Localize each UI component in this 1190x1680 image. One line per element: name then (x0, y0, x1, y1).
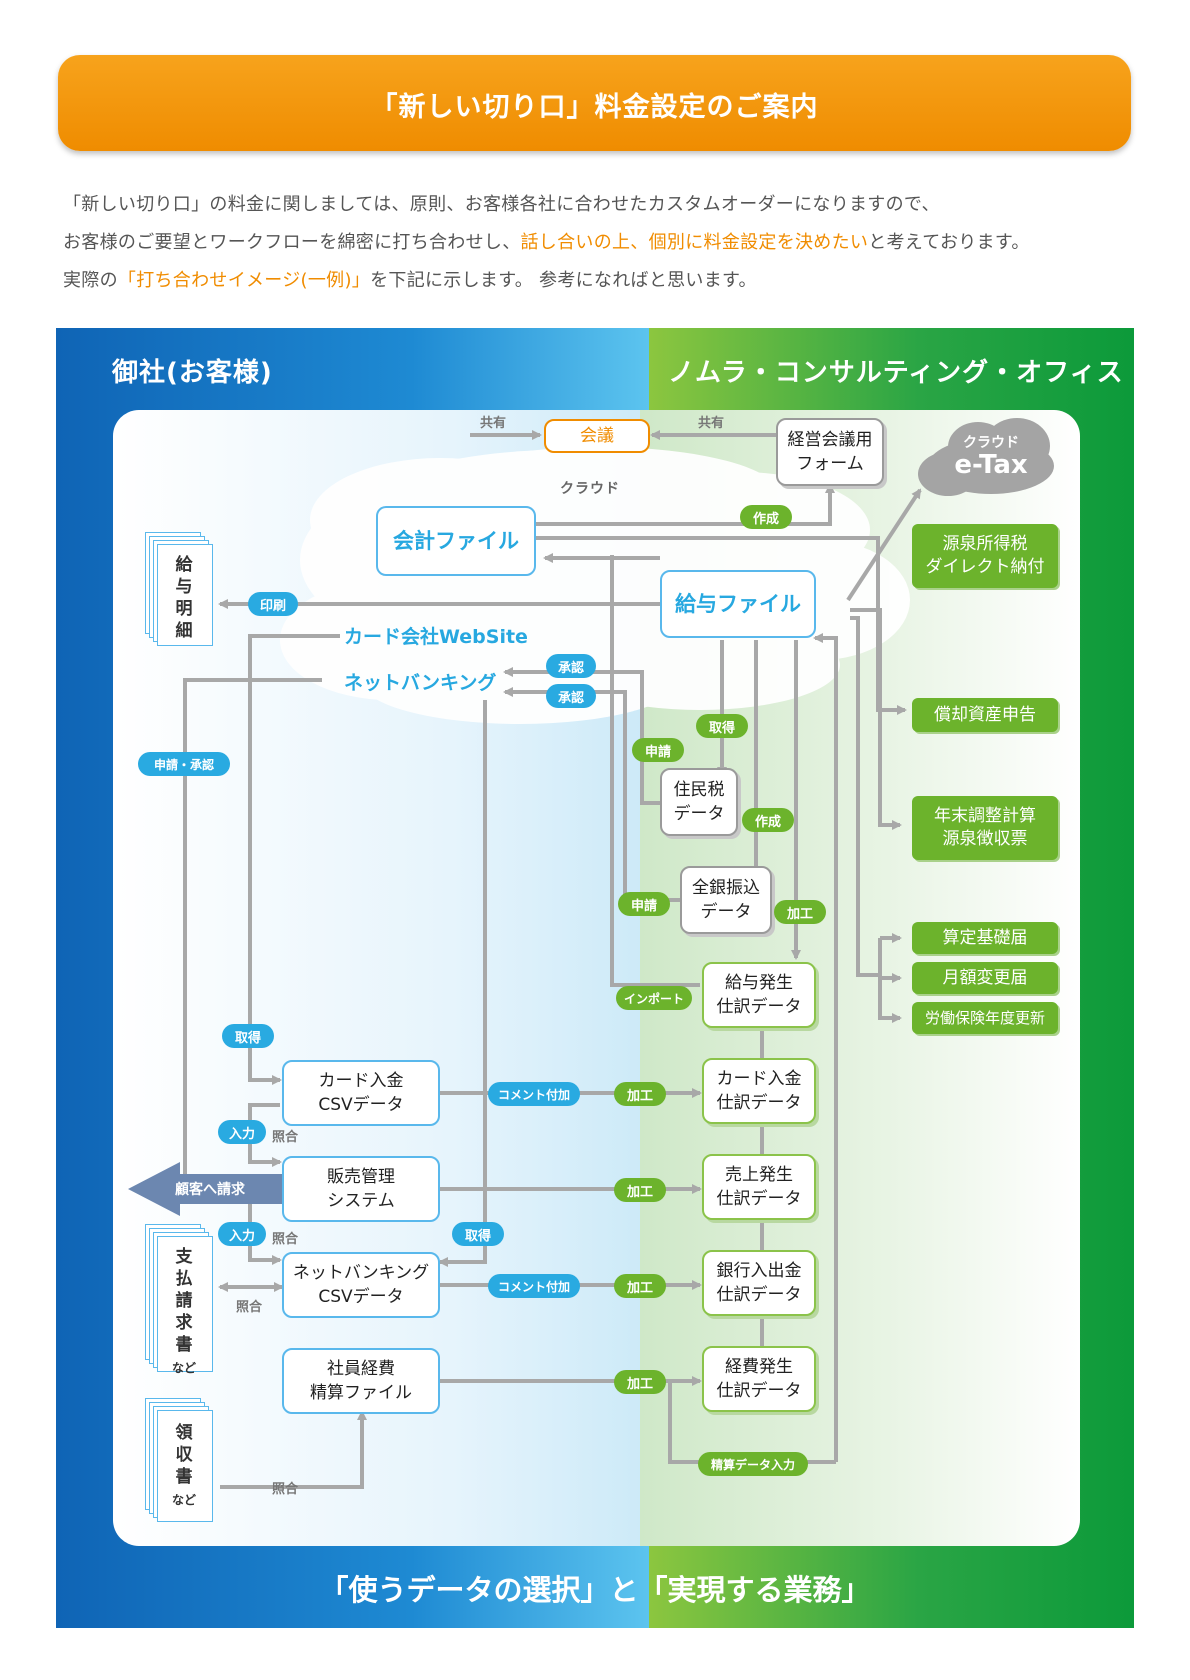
receipt-text: 領収書 (175, 1423, 193, 1487)
footer-title: 「使うデータの選択」と「実現する業務」 (319, 1573, 871, 1607)
invoice-label: 支払請求書など (171, 1246, 197, 1379)
client-column-title: 御社(お客様) (112, 358, 273, 388)
page-title: 「新しい切り口」料金設定のご案内 (370, 92, 819, 123)
intro-line-3-highlight: 「打ち合わせイメージ(一例)」 (117, 270, 371, 291)
pill-acquire-1: 取得 (696, 714, 748, 738)
page-header-banner: 「新しい切り口」料金設定のご案内 (58, 55, 1131, 151)
pill-input-2: 入力 (218, 1222, 266, 1246)
pill-expense-input: 精算データ入力 (698, 1452, 808, 1476)
intro-line-3a: 実際の (63, 270, 118, 291)
pill-comment-1: コメント付加 (488, 1082, 580, 1106)
payslip-label: 給与明細 (175, 555, 193, 641)
etax-cloud: クラウド e-Tax (918, 418, 1064, 500)
expense-file-node: 社員経費 精算ファイル (282, 1348, 440, 1414)
pill-apply-1: 申請 (632, 738, 684, 762)
pill-apply-2: 申請 (618, 892, 670, 916)
santei-kiso-todoke: 算定基礎届 (912, 922, 1058, 954)
invoice-document: 支払請求書など (145, 1224, 215, 1375)
sales-journal-node: 売上発生 仕訳データ (702, 1154, 816, 1220)
invoice-text: 支払請求書 (175, 1247, 193, 1355)
zengin-transfer-data-node: 全銀振込 データ (680, 866, 772, 934)
year-end-adjustment: 年末調整計算 源泉徴収票 (912, 796, 1058, 860)
card-company-website: カード会社WebSite (344, 626, 528, 648)
resident-tax-data-node: 住民税 データ (660, 768, 738, 836)
customer-bill-label: 顧客へ請求 (175, 1182, 245, 1198)
pill-process-4: 加工 (614, 1274, 666, 1298)
intro-line-3: 実際の「打ち合わせイメージ(一例)」を下記に示します。 参考になればと思います。 (63, 266, 757, 292)
payslip-document: 給与明細 (145, 532, 215, 647)
pill-create-2: 作成 (742, 808, 794, 832)
pill-acquire-2: 取得 (222, 1024, 274, 1048)
cloud-label: クラウド (560, 481, 620, 497)
label-share-2: 共有 (698, 416, 725, 431)
payroll-journal-node: 給与発生 仕訳データ (702, 962, 816, 1028)
card-journal-node: カード入金 仕訳データ (702, 1058, 816, 1124)
pill-process-5: 加工 (614, 1370, 666, 1394)
intro-line-2-highlight: 話し合いの上、個別に料金設定を決めたい (520, 232, 869, 253)
intro-line-2c: と考えております。 (868, 232, 1030, 253)
intro-line-1: 「新しい切り口」の料金に関しましては、原則、お客様各社に合わせたカスタムオーダー… (63, 194, 940, 215)
label-share-1: 共有 (480, 416, 507, 431)
pill-input-1: 入力 (218, 1120, 266, 1144)
pill-apply-approve: 申請・承認 (138, 752, 230, 776)
pill-print: 印刷 (248, 592, 298, 616)
depreciation-filing: 償却資産申告 (912, 698, 1058, 732)
pill-comment-2: コメント付加 (488, 1274, 580, 1298)
pill-approve-1: 承認 (546, 654, 596, 678)
label-match-3: 照合 (236, 1300, 263, 1315)
netbank-csv-node: ネットバンキング CSVデータ (282, 1252, 440, 1318)
invoice-etc: など (171, 1361, 196, 1375)
intro-line-2a: お客様のご要望とワークフローを綿密に打ち合わせし、 (63, 232, 521, 253)
office-column-title: ノムラ・コンサルティング・オフィス (668, 358, 1124, 388)
intro-line-2: お客様のご要望とワークフローを綿密に打ち合わせし、話し合いの上、個別に料金設定を… (63, 228, 1030, 254)
receipt-etc: など (171, 1493, 196, 1507)
net-banking: ネットバンキング (344, 672, 497, 694)
getsugaku-henko-todoke: 月額変更届 (912, 962, 1058, 994)
withholding-direct-payment: 源泉所得税 ダイレクト納付 (912, 524, 1058, 588)
label-match-1: 照合 (272, 1130, 299, 1145)
etax-cloud-label: クラウド (963, 435, 1019, 451)
card-csv-node: カード入金 CSVデータ (282, 1060, 440, 1126)
pill-import: インポート (616, 986, 692, 1010)
pill-approve-2: 承認 (546, 684, 596, 708)
accounting-file-node: 会計ファイル (376, 506, 536, 576)
meeting-form-node: 経営会議用 フォーム (776, 418, 884, 486)
sales-system-node: 販売管理 システム (282, 1156, 440, 1222)
labor-insurance-renewal: 労働保険年度更新 (912, 1002, 1058, 1034)
pill-process-1: 加工 (774, 900, 826, 924)
label-match-4: 照合 (272, 1482, 299, 1497)
pill-create-1: 作成 (740, 505, 792, 529)
intro-line-3c: を下記に示します。 参考になればと思います。 (370, 270, 757, 291)
payroll-file-node: 給与ファイル (660, 570, 816, 638)
pill-process-2: 加工 (614, 1082, 666, 1106)
bank-journal-node: 銀行入出金 仕訳データ (702, 1250, 816, 1316)
meeting-node: 会議 (544, 419, 650, 453)
receipt-label: 領収書など (171, 1422, 197, 1511)
receipt-document: 領収書など (145, 1398, 215, 1524)
label-match-2: 照合 (272, 1232, 299, 1247)
customer-bill-arrow (128, 1162, 282, 1216)
pill-acquire-3: 取得 (452, 1222, 504, 1246)
expense-journal-node: 経費発生 仕訳データ (702, 1346, 816, 1412)
etax-label: e-Tax (954, 450, 1028, 480)
pill-process-3: 加工 (614, 1178, 666, 1202)
